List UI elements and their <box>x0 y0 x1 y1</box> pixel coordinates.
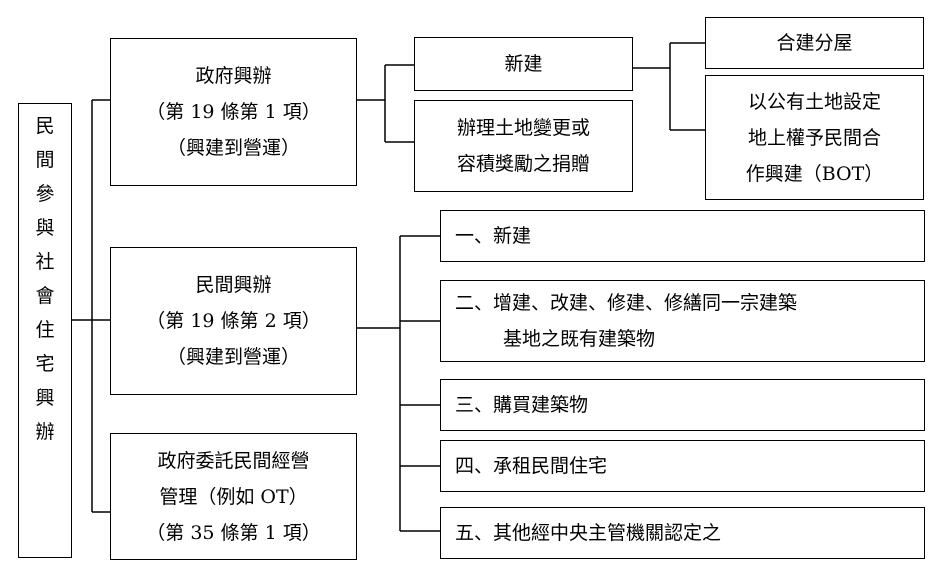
commission-article: （第 35 條第 1 項） <box>146 521 321 544</box>
gov-scope: （興建到營運） <box>166 137 300 159</box>
gov-title: 政府興辦 <box>195 65 272 87</box>
commission-example: 管理（例如 OT） <box>159 485 308 508</box>
item4-label: 四、承租民間住宅 <box>455 455 608 477</box>
commission-box: 政府委託民間經營 管理（例如 OT） （第 35 條第 1 項） <box>110 433 357 560</box>
item5-label: 五、其他經中央主管機關認定之 <box>455 522 722 544</box>
root-char: 間 <box>35 149 55 171</box>
root-char: 辦 <box>35 421 55 443</box>
new-build-label: 新建 <box>504 53 543 75</box>
item3-label: 三、購買建築物 <box>455 394 589 416</box>
root-char: 住 <box>35 319 55 341</box>
commission-title: 政府委託民間經營 <box>157 449 310 472</box>
root-char: 參 <box>35 183 55 205</box>
root-char: 與 <box>35 217 55 239</box>
private-item-new-build: 一、新建 <box>440 210 925 262</box>
bot-box: 以公有土地設定 地上權予民間合 作興建（BOT） <box>705 75 924 200</box>
root-char: 會 <box>35 285 55 307</box>
private-construction-box: 民間興辦 （第 19 條第 2 項） （興建到營運） <box>110 247 357 395</box>
item2-line-2: 基地之既有建築物 <box>503 328 656 350</box>
gov-article: （第 19 條第 1 項） <box>146 101 321 123</box>
private-article: （第 19 條第 2 項） <box>146 310 321 332</box>
joint-build-box: 合建分屋 <box>705 17 924 69</box>
private-title: 民間興辦 <box>195 274 272 296</box>
private-item-lease: 四、承租民間住宅 <box>440 440 925 492</box>
bot-line-1: 以公有土地設定 <box>747 90 881 113</box>
root-char: 宅 <box>35 353 55 375</box>
gov-construction-box: 政府興辦 （第 19 條第 1 項） （興建到營運） <box>110 38 357 186</box>
root-char: 社 <box>35 251 55 273</box>
root-char: 民 <box>35 115 55 137</box>
joint-build-label: 合建分屋 <box>776 32 853 54</box>
bot-line-2: 地上權予民間合 <box>747 126 881 149</box>
item2-line-1: 二、增建、改建、修建、修繕同一宗建築 <box>455 292 798 314</box>
private-item-purchase: 三、購買建築物 <box>440 379 925 431</box>
private-scope: （興建到營運） <box>166 346 300 368</box>
new-build-box: 新建 <box>414 37 633 91</box>
land-change-box: 辦理土地變更或 容積獎勵之捐贈 <box>414 100 633 192</box>
root-char: 興 <box>35 387 55 409</box>
private-item-expand-rebuild: 二、增建、改建、修建、修繕同一宗建築 基地之既有建築物 <box>440 280 925 362</box>
land-change-line-2: 容積獎勵之捐贈 <box>456 153 590 175</box>
land-change-line-1: 辦理土地變更或 <box>456 117 590 139</box>
bot-line-3: 作興建（BOT） <box>745 162 884 185</box>
private-item-other: 五、其他經中央主管機關認定之 <box>440 507 925 559</box>
root-box-private-participation-social-housing: 民 間 參 與 社 會 住 宅 興 辦 <box>18 103 72 558</box>
item1-label: 一、新建 <box>455 225 532 247</box>
